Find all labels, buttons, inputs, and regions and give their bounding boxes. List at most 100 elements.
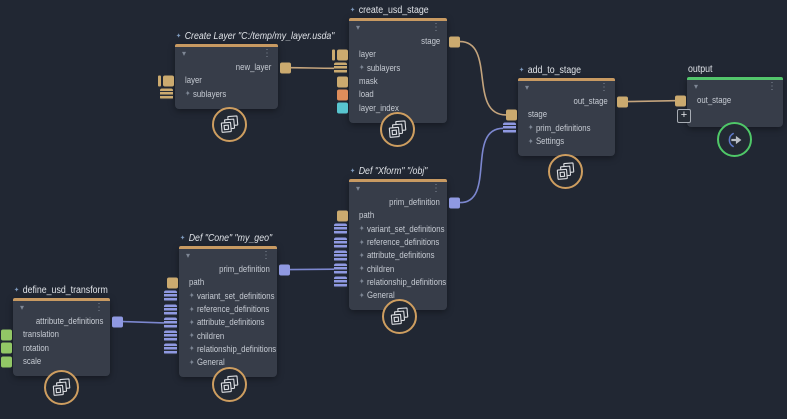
port-row: layer [158, 74, 278, 87]
node-menu-icon[interactable]: ⋮ [599, 82, 609, 93]
node-define-usd-transform[interactable]: ✦ define_usd_transform ▾ ⋮ attribute_def… [1, 285, 123, 405]
expand-icon[interactable]: ✦ [185, 89, 191, 99]
input-port-children[interactable] [334, 263, 347, 275]
node-menu-icon[interactable]: ⋮ [431, 22, 441, 33]
usd-layers-icon [388, 119, 406, 138]
node-header: ▾ ⋮ [349, 182, 447, 196]
node-menu-icon[interactable]: ⋮ [261, 250, 271, 261]
expand-icon[interactable]: ✦ [189, 357, 195, 367]
port-row: layer [332, 48, 447, 61]
expand-icon[interactable]: ✦ [189, 344, 195, 354]
collapse-toggle-icon[interactable]: ▾ [20, 303, 25, 312]
output-port-attribute-definitions[interactable] [112, 316, 123, 328]
add-port-button[interactable]: + [677, 109, 691, 123]
input-port-attribute-definitions[interactable] [164, 317, 177, 329]
expand-icon[interactable]: ✦ [359, 237, 365, 247]
input-port-sublayers[interactable] [160, 88, 173, 100]
expand-icon[interactable]: ✦ [359, 250, 365, 260]
node-title: ✦ create_usd_stage [350, 5, 429, 16]
input-port-path[interactable] [337, 210, 348, 222]
port-row: ✦ sublayers [160, 88, 278, 101]
port-row: mask [337, 75, 447, 88]
expand-icon[interactable]: ✦ [189, 317, 195, 327]
wire-outstage-to-output[interactable] [627, 99, 676, 103]
expand-icon[interactable]: ✦ [528, 136, 534, 146]
input-port-variant-set-definitions[interactable] [334, 223, 347, 235]
expand-icon[interactable]: ✦ [359, 277, 365, 287]
usd-layers-badge [212, 107, 247, 142]
expand-icon[interactable]: ✦ [528, 123, 534, 133]
output-port-stage[interactable] [449, 36, 460, 48]
node-def-xform[interactable]: ✦ Def "Xform" "/obj" ▾ ⋮ prim_definition… [334, 166, 460, 334]
node-marker-icon: ✦ [180, 235, 186, 242]
usd-layers-badge [212, 367, 247, 402]
usd-layers-icon [220, 114, 238, 133]
input-port-out-stage[interactable] [675, 95, 686, 107]
input-port-load[interactable] [337, 89, 348, 101]
node-header: ▾ ⋮ [175, 47, 278, 61]
node-add-to-stage[interactable]: ✦ add_to_stage ▾ ⋮ out_stage stage ✦ pri… [503, 65, 628, 189]
node-menu-icon[interactable]: ⋮ [262, 48, 272, 59]
input-port-mask[interactable] [337, 76, 348, 88]
node-create-layer[interactable]: ✦ Create Layer "C:/temp/my_layer.usda" ▾… [158, 31, 334, 142]
input-port-reference-definitions[interactable] [164, 304, 177, 316]
expand-icon[interactable]: ✦ [189, 304, 195, 314]
input-port-reference-definitions[interactable] [334, 237, 347, 249]
input-port-translation[interactable] [1, 329, 12, 341]
expand-icon[interactable]: ✦ [359, 224, 365, 234]
output-port-prim-definition[interactable] [449, 197, 460, 209]
usd-layers-badge [44, 370, 79, 405]
output-port-out-stage[interactable] [617, 96, 628, 108]
expand-icon[interactable]: ✦ [359, 290, 365, 300]
input-port-prim-definitions[interactable] [503, 122, 516, 134]
wire-transform-to-attrdefs[interactable] [122, 320, 165, 324]
plus-icon: + [680, 109, 688, 121]
input-port-stage[interactable] [506, 109, 517, 121]
node-menu-icon[interactable]: ⋮ [767, 81, 777, 92]
output-port-new-layer[interactable] [280, 62, 291, 74]
input-port-sublayers[interactable] [334, 62, 347, 74]
port-row: path [167, 276, 277, 289]
output-port-prim-definition[interactable] [279, 264, 290, 276]
expand-icon[interactable]: ✦ [189, 331, 195, 341]
input-port-path[interactable] [167, 277, 178, 289]
port-row: ✦ variant_set_definitions [164, 290, 277, 303]
node-header: ▾ ⋮ [687, 80, 783, 94]
expand-icon[interactable]: ✦ [189, 291, 195, 301]
input-port-relationship-definitions[interactable] [164, 343, 177, 355]
wire-new-layer-to-sublayers[interactable] [290, 66, 335, 70]
input-port-rotation[interactable] [1, 342, 12, 354]
collapse-toggle-icon[interactable]: ▾ [356, 23, 361, 32]
port-row: ✦ General [189, 357, 225, 369]
input-port-layer[interactable] [337, 49, 348, 61]
expand-icon[interactable]: ✦ [359, 264, 365, 274]
port-row: stage [506, 108, 615, 121]
port-row: load [337, 88, 447, 101]
input-port-variant-set-definitions[interactable] [164, 290, 177, 302]
node-menu-icon[interactable]: ⋮ [94, 302, 104, 313]
wire-primdef-to-primdefs[interactable] [459, 127, 504, 204]
node-def-cone[interactable]: ✦ Def "Cone" "my_geo" ▾ ⋮ prim_definitio… [164, 233, 290, 402]
node-menu-icon[interactable]: ⋮ [431, 183, 441, 194]
node-output[interactable]: output ▾ ⋮ out_stage + [675, 64, 783, 157]
expand-icon[interactable]: ✦ [359, 63, 365, 73]
input-port-relationship-definitions[interactable] [334, 276, 347, 288]
node-create-usd-stage[interactable]: ✦ create_usd_stage ▾ ⋮ stage layer ✦ sub… [332, 5, 460, 147]
input-port-layer[interactable] [163, 75, 174, 87]
collapse-toggle-icon[interactable]: ▾ [182, 49, 187, 58]
port-row: ✦ General [359, 290, 395, 302]
input-port-attribute-definitions[interactable] [334, 250, 347, 262]
collapse-toggle-icon[interactable]: ▾ [694, 82, 699, 91]
collapse-toggle-icon[interactable]: ▾ [356, 184, 361, 193]
wire-stage-to-stage[interactable] [459, 40, 507, 116]
collapse-toggle-icon[interactable]: ▾ [186, 251, 191, 260]
node-header: ▾ ⋮ [518, 81, 615, 95]
node-title: output [688, 64, 713, 75]
input-port-layer-index[interactable] [337, 102, 348, 114]
port-row: ✦ children [164, 329, 277, 342]
input-port-children[interactable] [164, 330, 177, 342]
collapse-toggle-icon[interactable]: ▾ [525, 83, 530, 92]
input-port-scale[interactable] [1, 356, 12, 368]
